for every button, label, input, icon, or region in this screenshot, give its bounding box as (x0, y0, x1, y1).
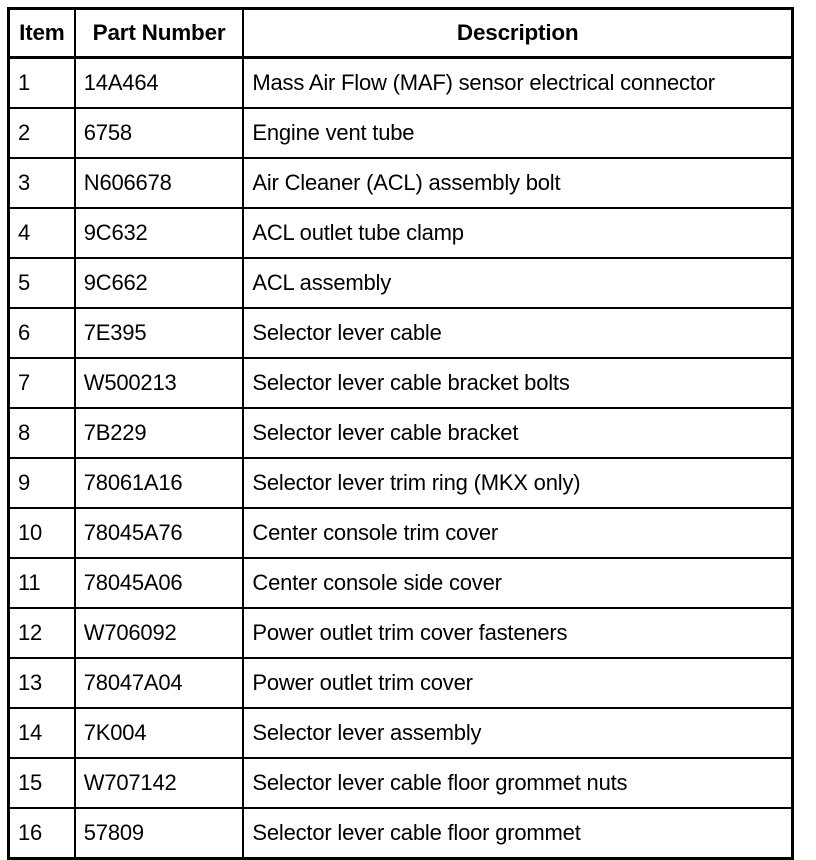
cell-part-number: 7K004 (73, 707, 245, 759)
cell-part-number: 14A464 (73, 56, 245, 109)
column-header-description: Description (242, 7, 795, 59)
cell-part-number: 7B229 (73, 407, 245, 459)
column-header-part-number: Part Number (73, 7, 245, 59)
cell-item: 11 (6, 557, 76, 609)
cell-item: 15 (6, 757, 76, 809)
cell-description: Power outlet trim cover fasteners (242, 607, 795, 659)
cell-part-number: W707142 (73, 757, 245, 809)
cell-description: Selector lever cable bracket (242, 407, 795, 459)
cell-item: 1 (6, 56, 76, 109)
cell-part-number: 6758 (73, 107, 245, 159)
cell-part-number: 7E395 (73, 307, 245, 359)
column-header-item: Item (6, 7, 76, 59)
cell-part-number: 57809 (73, 807, 245, 860)
cell-description: Engine vent tube (242, 107, 795, 159)
cell-description: Center console side cover (242, 557, 795, 609)
cell-description: Air Cleaner (ACL) assembly bolt (242, 157, 795, 209)
cell-part-number: 78061A16 (73, 457, 245, 509)
cell-part-number: W706092 (73, 607, 245, 659)
cell-description: Selector lever trim ring (MKX only) (242, 457, 795, 509)
table-header-row: Item Part Number Description (6, 7, 795, 59)
cell-description: Power outlet trim cover (242, 657, 795, 709)
cell-part-number: 78045A06 (73, 557, 245, 609)
cell-item: 2 (6, 107, 76, 159)
cell-description: ACL assembly (242, 257, 795, 309)
cell-part-number: 9C662 (73, 257, 245, 309)
cell-item: 16 (6, 807, 76, 860)
cell-description: Selector lever cable (242, 307, 795, 359)
cell-description: Mass Air Flow (MAF) sensor electrical co… (242, 56, 795, 109)
cell-part-number: 78047A04 (73, 657, 245, 709)
cell-item: 7 (6, 357, 76, 409)
cell-item: 13 (6, 657, 76, 709)
cell-description: ACL outlet tube clamp (242, 207, 795, 259)
cell-item: 4 (6, 207, 76, 259)
cell-item: 10 (6, 507, 76, 559)
table-header: Item Part Number Description (6, 7, 795, 59)
cell-part-number: W500213 (73, 357, 245, 409)
cell-item: 8 (6, 407, 76, 459)
cell-description: Selector lever cable bracket bolts (242, 357, 795, 409)
cell-item: 9 (6, 457, 76, 509)
cell-item: 3 (6, 157, 76, 209)
cell-item: 12 (6, 607, 76, 659)
cell-part-number: 78045A76 (73, 507, 245, 559)
cell-part-number: N606678 (73, 157, 245, 209)
cell-item: 14 (6, 707, 76, 759)
cell-part-number: 9C632 (73, 207, 245, 259)
cell-item: 5 (6, 257, 76, 309)
cell-description: Selector lever cable floor grommet (242, 807, 795, 860)
cell-description: Center console trim cover (242, 507, 795, 559)
cell-description: Selector lever assembly (242, 707, 795, 759)
cell-item: 6 (6, 307, 76, 359)
cell-description: Selector lever cable floor grommet nuts (242, 757, 795, 809)
